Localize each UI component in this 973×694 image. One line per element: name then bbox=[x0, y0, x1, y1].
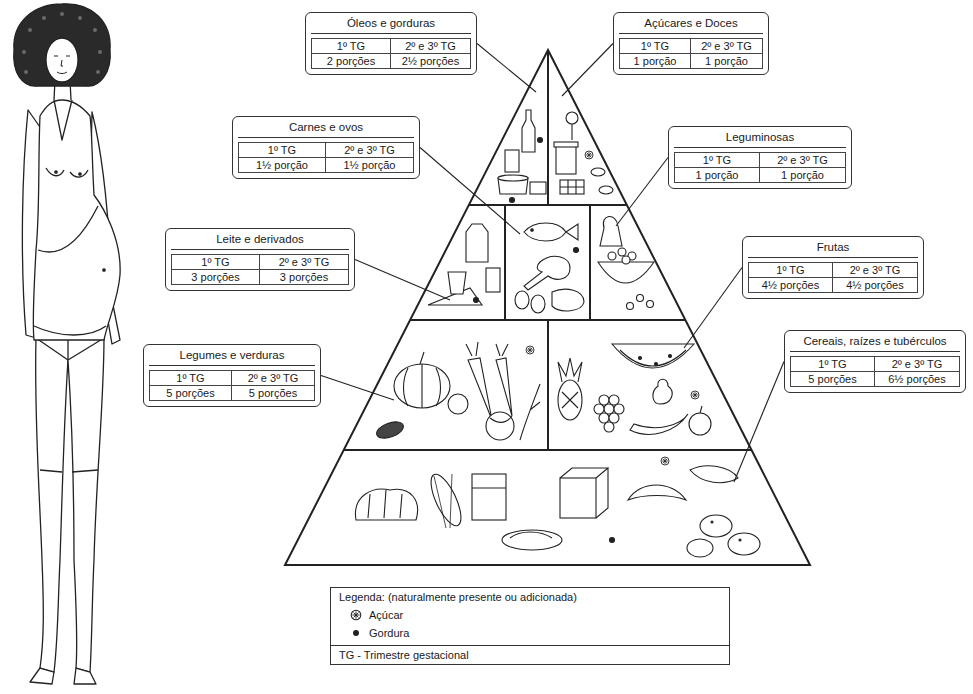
serving-table: 1º TG2º e 3º TG1½ porção1½ porção bbox=[238, 142, 414, 173]
table-cell: 1 porção bbox=[675, 168, 760, 182]
table-cell: 2º e 3º TG bbox=[691, 39, 762, 54]
group-heading: Óleos e gorduras bbox=[311, 16, 471, 34]
serving-box: Legumes e verduras 1º TG2º e 3º TG5 porçõ… bbox=[143, 344, 321, 407]
table-cell: 2º e 3º TG bbox=[760, 153, 845, 168]
serving-table: 1º TG2º e 3º TG2 porções2½ porções bbox=[311, 38, 471, 69]
group-heading: Leite e derivados bbox=[171, 232, 349, 250]
table-cell: 2º e 3º TG bbox=[260, 255, 348, 270]
table-cell: 5 porções bbox=[150, 386, 232, 400]
serving-table: 1º TG2º e 3º TG5 porções5 porções bbox=[149, 370, 315, 401]
serving-box: Carnes e ovos 1º TG2º e 3º TG1½ porção1½ … bbox=[232, 116, 420, 179]
table-cell: 1½ porção bbox=[239, 158, 326, 172]
leader-line bbox=[477, 44, 536, 93]
table-cell: 2º e 3º TG bbox=[232, 371, 314, 386]
legend-box: Legenda: (naturalmente presente ou adici… bbox=[330, 587, 730, 665]
table-cell: 1 porção bbox=[620, 54, 691, 68]
serving-box: Cereais, raízes e tubérculos 1º TG2º e 3º… bbox=[784, 330, 966, 393]
table-cell: 1½ porção bbox=[326, 158, 413, 172]
table-cell: 3 porções bbox=[172, 270, 260, 284]
serving-table: 1º TG2º e 3º TG1 porção1 porção bbox=[674, 152, 846, 183]
serving-table: 1º TG2º e 3º TG5 porções6½ porções bbox=[790, 356, 960, 387]
sugar-symbol bbox=[349, 608, 363, 622]
table-cell: 1º TG bbox=[239, 143, 326, 158]
table-cell: 5 porções bbox=[791, 372, 875, 386]
table-cell: 1 porção bbox=[691, 54, 762, 68]
legend-items: AçúcarGordura bbox=[339, 606, 721, 642]
leader-line bbox=[321, 376, 394, 401]
legend-item: Gordura bbox=[339, 624, 721, 642]
leader-line bbox=[355, 260, 450, 301]
group-heading: Cereais, raízes e tubérculos bbox=[790, 334, 960, 352]
leader-line bbox=[420, 148, 520, 235]
leader-line bbox=[734, 362, 784, 483]
serving-box: Frutas 1º TG2º e 3º TG4½ porções4½ porçõe… bbox=[742, 236, 924, 299]
serving-box: Leguminosas 1º TG2º e 3º TG1 porção1 porç… bbox=[668, 126, 852, 189]
table-cell: 1º TG bbox=[675, 153, 760, 168]
table-cell: 2 porções bbox=[312, 54, 391, 68]
legend-text: Gordura bbox=[369, 627, 409, 639]
serving-box: Açúcares e Doces 1º TG2º e 3º TG1 porção1… bbox=[613, 12, 769, 75]
table-cell: 2º e 3º TG bbox=[326, 143, 413, 158]
serving-table: 1º TG2º e 3º TG4½ porções4½ porções bbox=[748, 262, 918, 293]
serving-table: 1º TG2º e 3º TG3 porções3 porções bbox=[171, 254, 349, 285]
table-cell: 1 porção bbox=[760, 168, 845, 182]
legend-label: TG - Trimestre gestacional bbox=[339, 649, 469, 661]
table-cell: 1º TG bbox=[172, 255, 260, 270]
group-heading: Leguminosas bbox=[674, 130, 846, 148]
serving-box: Leite e derivados 1º TG2º e 3º TG3 porçõe… bbox=[165, 228, 355, 291]
table-cell: 4½ porções bbox=[749, 278, 833, 292]
table-cell: 1º TG bbox=[150, 371, 232, 386]
table-cell: 5 porções bbox=[232, 386, 314, 400]
table-cell: 2½ porções bbox=[391, 54, 470, 68]
table-cell: 1º TG bbox=[749, 263, 833, 278]
table-cell: 1º TG bbox=[791, 357, 875, 372]
legend-item: Açúcar bbox=[339, 606, 721, 624]
group-heading: Frutas bbox=[748, 240, 918, 258]
group-heading: Legumes e verduras bbox=[149, 348, 315, 366]
leader-line bbox=[616, 158, 668, 227]
legend-heading: Legenda: (naturalmente presente ou adici… bbox=[339, 591, 721, 606]
fat-symbol bbox=[349, 626, 363, 640]
legend-note: TG - Trimestre gestacional bbox=[331, 645, 729, 661]
table-cell: 2º e 3º TG bbox=[833, 263, 917, 278]
table-cell: 2º e 3º TG bbox=[875, 357, 959, 372]
group-heading: Açúcares e Doces bbox=[619, 16, 763, 34]
serving-box: Óleos e gorduras 1º TG2º e 3º TG2 porções… bbox=[305, 12, 477, 75]
group-heading: Carnes e ovos bbox=[238, 120, 414, 138]
legend-label: Legenda: (naturalmente presente ou adici… bbox=[339, 591, 577, 603]
table-cell: 2º e 3º TG bbox=[391, 39, 470, 54]
table-cell: 4½ porções bbox=[833, 278, 917, 292]
pregnant-woman bbox=[14, 4, 120, 684]
leader-line bbox=[684, 268, 742, 349]
table-cell: 1º TG bbox=[312, 39, 391, 54]
table-cell: 3 porções bbox=[260, 270, 348, 284]
serving-table: 1º TG2º e 3º TG1 porção1 porção bbox=[619, 38, 763, 69]
leader-line bbox=[562, 44, 613, 97]
table-cell: 1º TG bbox=[620, 39, 691, 54]
table-cell: 6½ porções bbox=[875, 372, 959, 386]
legend-text: Açúcar bbox=[369, 609, 403, 621]
